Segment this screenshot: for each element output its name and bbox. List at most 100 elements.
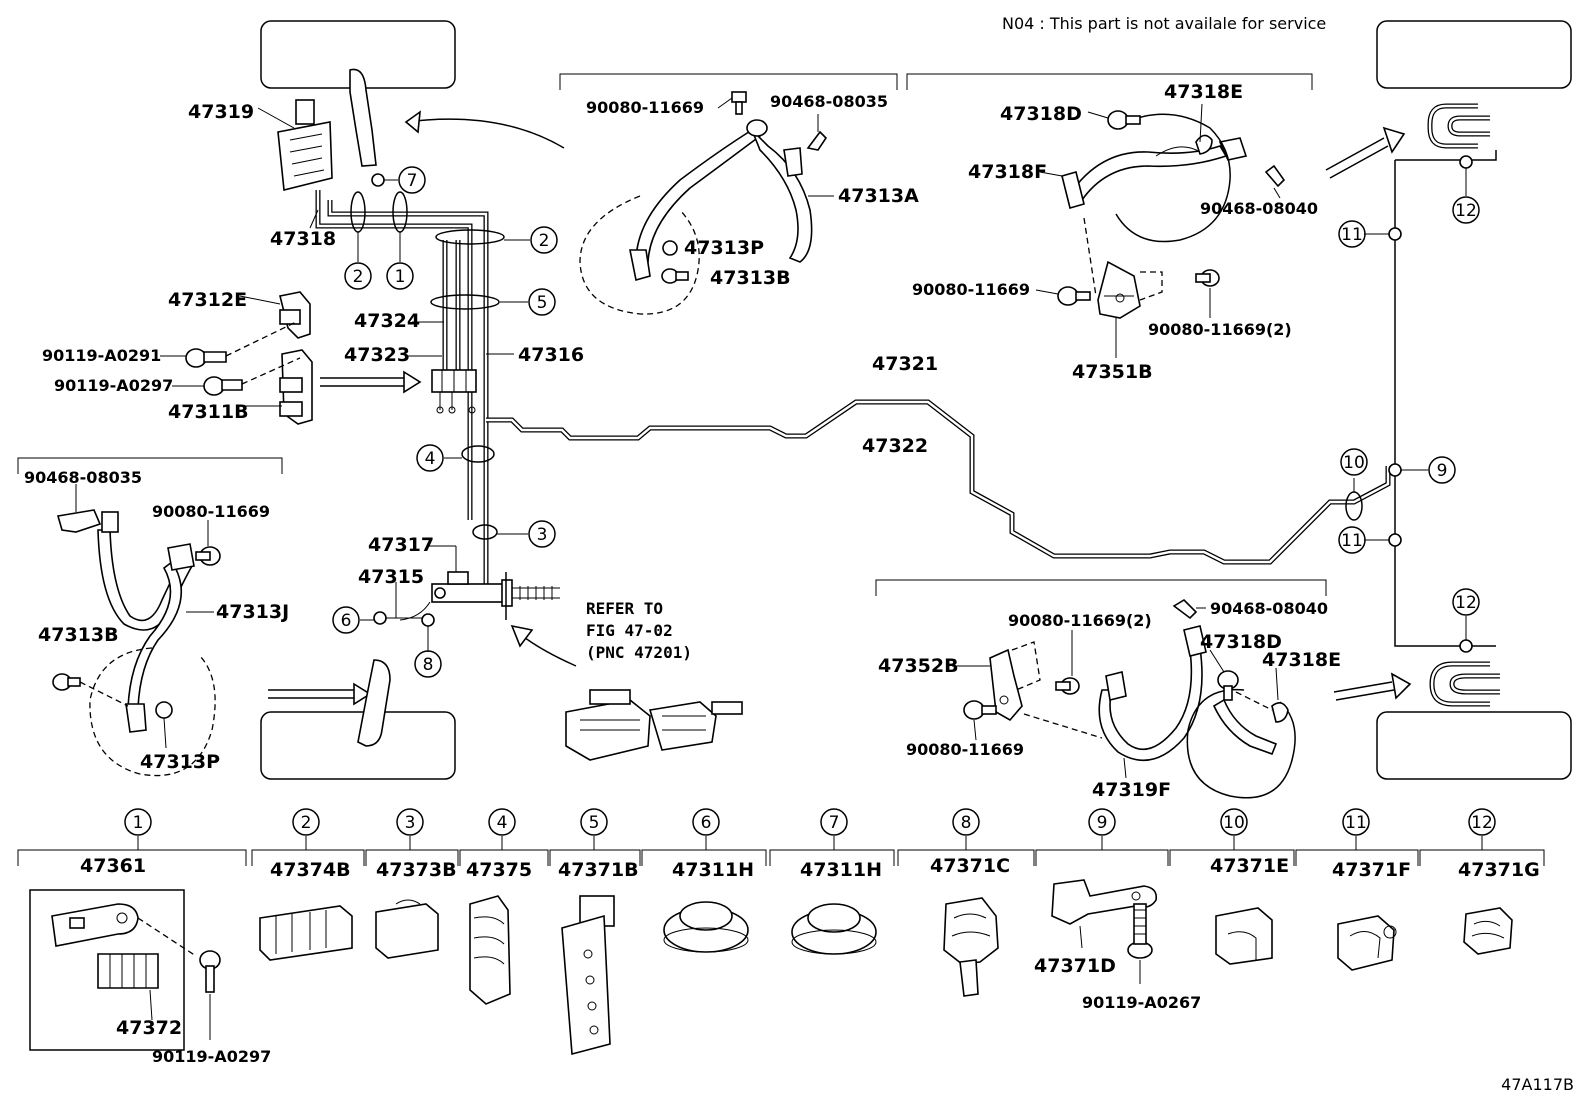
bolt-90080-11669-r1a (1057, 286, 1091, 306)
legend-part-5: 47371B (558, 859, 639, 881)
svg-text:9: 9 (1097, 813, 1108, 833)
svg-text:7: 7 (829, 813, 840, 833)
svg-text:8: 8 (423, 655, 434, 675)
svg-text:9: 9 (1437, 461, 1448, 481)
legend-4-clip-drawing (469, 895, 511, 1005)
legend-part-3: 47373B (376, 859, 457, 881)
washer-47313P-top (662, 240, 678, 256)
label-47311B: 47311B (168, 401, 249, 423)
label-47319F: 47319F (1092, 779, 1171, 801)
legend-callout-8: 8 (952, 808, 980, 836)
clip-47312E (279, 291, 311, 339)
label-47351B: 47351B (1072, 361, 1153, 383)
clip-47311B (279, 349, 313, 425)
joint-8 (421, 613, 435, 627)
joint-11-top (1388, 227, 1402, 241)
empty-box-mid-left (260, 711, 456, 780)
legend-10-clip-drawing (1215, 907, 1273, 965)
bolt-47313B-top (661, 268, 689, 284)
bracket-top-hose (559, 73, 898, 90)
label-47318F: 47318F (968, 161, 1047, 183)
svg-text:2: 2 (301, 813, 312, 833)
clip-90468-08040-b (1172, 598, 1198, 620)
label-90119-A0291: 90119-A0291 (42, 346, 161, 365)
label-47318D-b: 47318D (1200, 631, 1282, 653)
label-90080-11669-left: 90080-11669 (152, 502, 270, 521)
bolt-90119-A0297 (203, 376, 243, 396)
legend-callout-10: 10 (1220, 808, 1248, 836)
right-line (1394, 160, 1496, 647)
clip-90468-08035-top (806, 130, 828, 151)
detail-circle-top-right (1115, 113, 1231, 243)
refer-line-3: (PNC 47201) (586, 643, 692, 662)
svg-text:12: 12 (1471, 813, 1493, 833)
legend-part-11: 47371F (1332, 859, 1411, 881)
svg-text:4: 4 (425, 449, 436, 469)
joint-6 (373, 611, 387, 625)
empty-box-mid-right (1376, 711, 1572, 780)
legend-part-6: 47311H (672, 859, 754, 881)
label-47321: 47321 (872, 353, 938, 375)
svg-text:1: 1 (395, 267, 406, 287)
legend-12-clip-drawing (1463, 907, 1513, 955)
clamp-ring-3 (472, 524, 498, 540)
legend-callout-3: 3 (396, 808, 424, 836)
legend-2-clip-drawing (259, 905, 353, 961)
legend-part-12: 47371G (1458, 859, 1540, 881)
bolt-47313B-left (52, 673, 81, 691)
label-47315: 47315 (358, 566, 424, 588)
svg-text:1: 1 (133, 813, 144, 833)
clip-47318E-b (1271, 702, 1289, 723)
legend-11-clip-drawing (1337, 915, 1397, 971)
bolt-90080-11669-left (195, 546, 221, 566)
label-47318E-top: 47318E (1164, 81, 1243, 103)
svg-text:11: 11 (1341, 225, 1363, 245)
arrow-to-junction (405, 118, 565, 149)
svg-text:10: 10 (1223, 813, 1245, 833)
svg-text:5: 5 (537, 293, 548, 313)
refer-line-2: FIG 47-02 (586, 621, 673, 640)
svg-text:11: 11 (1341, 531, 1363, 551)
svg-text:12: 12 (1455, 201, 1477, 221)
svg-text:6: 6 (341, 611, 352, 631)
hose-47318F (1061, 137, 1248, 209)
svg-text:11: 11 (1345, 813, 1367, 833)
refer-line-1: REFER TO (586, 599, 663, 618)
label-47313P-top: 47313P (684, 237, 764, 259)
callout-4: 4 (416, 444, 444, 472)
callout-6: 6 (332, 606, 360, 634)
svg-text:10: 10 (1343, 453, 1365, 473)
bracket-47351B (1097, 260, 1141, 319)
bolt-90080-11669-b2 (963, 700, 997, 720)
label-47313B-left: 47313B (38, 624, 119, 646)
callout-3: 3 (528, 520, 556, 548)
legend-8-clip-drawing (943, 897, 999, 997)
hose-47313J (97, 511, 195, 733)
legend-6-grommet-drawing (663, 901, 749, 953)
svg-text:12: 12 (1455, 593, 1477, 613)
label-90468-08035-top: 90468-08035 (770, 92, 888, 111)
clip-assembly-47323 (431, 369, 477, 414)
joint-11-bottom (1388, 533, 1402, 547)
joint-9 (1388, 463, 1402, 477)
label-47323: 47323 (344, 344, 410, 366)
legend-callout-12: 12 (1468, 808, 1496, 836)
label-90468-08035-left: 90468-08035 (24, 468, 142, 487)
u-pipe-top (1427, 103, 1490, 149)
label-90080-11669-top: 90080-11669 (586, 98, 704, 117)
pipe-stub-lower-left (357, 659, 391, 747)
label-47318D-top: 47318D (1000, 103, 1082, 125)
legend-1-sub-90119-A0297: 90119-A0297 (152, 1047, 271, 1066)
callout-2-top: 2 (530, 226, 558, 254)
svg-text:8: 8 (961, 813, 972, 833)
legend-part-2: 47374B (270, 859, 351, 881)
svg-text:4: 4 (497, 813, 508, 833)
clip-90468-08040-top (1264, 164, 1286, 188)
label-47313B-top: 47313B (710, 267, 791, 289)
label-90080-11669-2-r1: 90080-11669(2) (1148, 320, 1292, 339)
label-90080-11669-2-b: 90080-11669(2) (1008, 611, 1152, 630)
legend-callout-5: 5 (580, 808, 608, 836)
label-90119-A0297: 90119-A0297 (54, 376, 173, 395)
bolt-90080-11669-r1b (1195, 269, 1220, 287)
